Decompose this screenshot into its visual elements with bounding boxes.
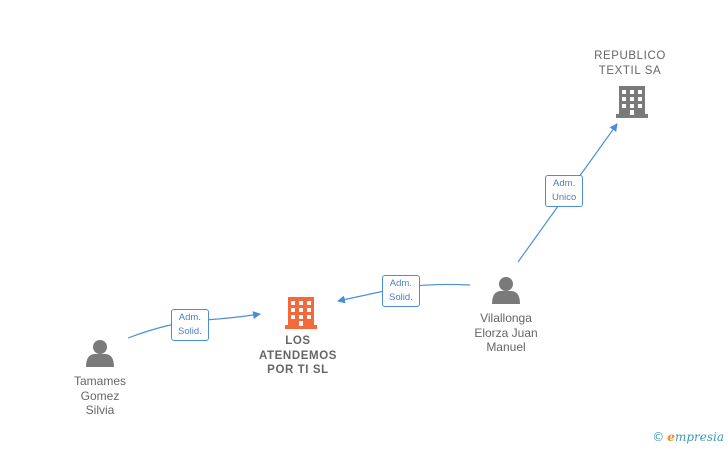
building-icon[interactable]	[616, 86, 648, 118]
node-label-los-atendemos[interactable]: LOS ATENDEMOS POR TI SL	[258, 335, 338, 376]
empresia-watermark: ©empresia	[652, 430, 724, 444]
person-icon[interactable]	[492, 277, 520, 304]
edge-label-adm-unico: Adm. Unico	[545, 175, 584, 207]
brand-name: mpresia	[674, 430, 724, 444]
edge-label-adm-solid: Adm. Solid.	[382, 275, 420, 307]
main-company-building-icon[interactable]	[285, 297, 317, 329]
node-label-tamames[interactable]: Tamames Gomez Silvia	[73, 374, 126, 417]
copyright-icon: ©	[652, 430, 665, 444]
edge-label-adm-solid: Adm. Solid.	[171, 309, 209, 341]
brand-initial: e	[667, 430, 675, 444]
node-label-vilallonga[interactable]: Vilallonga Elorza Juan Manuel	[474, 311, 538, 354]
person-icon[interactable]	[86, 340, 114, 367]
node-label-republico[interactable]: REPUBLICO TEXTIL SA	[594, 50, 666, 77]
